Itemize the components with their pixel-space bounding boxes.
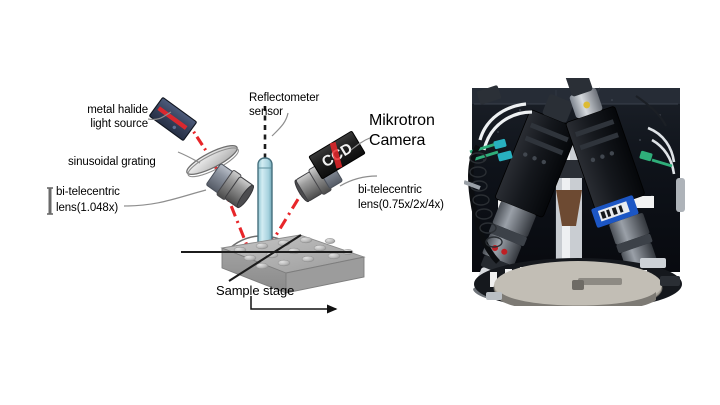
label-metal-halide-line1: metal halide — [87, 104, 148, 116]
stage-axis-oblique — [228, 234, 302, 282]
label-camera-line1: Mikrotron — [369, 112, 435, 129]
label-reflectometer-line1: Reflectometer — [249, 92, 320, 104]
label-metal-halide-line2: light source — [90, 118, 148, 130]
photo-rotary-stage — [474, 258, 682, 306]
photo-right-camera — [565, 78, 660, 290]
leader-illum-lens — [123, 189, 207, 207]
leader-camera — [350, 136, 373, 151]
illumination-bi-telecentric-lens — [206, 163, 255, 209]
leader-light-source — [147, 111, 172, 121]
leader-imaging-lens — [339, 175, 378, 187]
label-illum-lens-line2: lens(1.048x) — [56, 202, 119, 214]
leader-reflectometer — [271, 112, 289, 137]
label-camera-line2: Camera — [369, 132, 426, 149]
label-imaging-lens-line1: bi-telecentric — [358, 184, 422, 196]
label-sample-stage: Sample stage — [216, 283, 295, 298]
sample-stage — [181, 234, 366, 294]
photo-content — [464, 78, 690, 306]
stage-leader-arrow — [250, 296, 338, 314]
metal-halide-light-source — [149, 97, 197, 141]
photo-left-cables — [478, 102, 533, 151]
label-illum-lens-line1: bi-telecentric — [56, 186, 120, 198]
leader-lines — [123, 111, 378, 207]
label-imaging-lens-line2: lens(0.75x/2x/4x) — [358, 199, 444, 211]
label-sinusoidal-grating: sinusoidal grating — [68, 156, 156, 168]
illum-lens-bracket — [47, 187, 53, 215]
leader-grating — [177, 151, 201, 164]
label-reflectometer-line2: sensor — [249, 106, 283, 118]
photo-right-cables — [647, 126, 676, 175]
photo-left-camera — [473, 94, 579, 300]
